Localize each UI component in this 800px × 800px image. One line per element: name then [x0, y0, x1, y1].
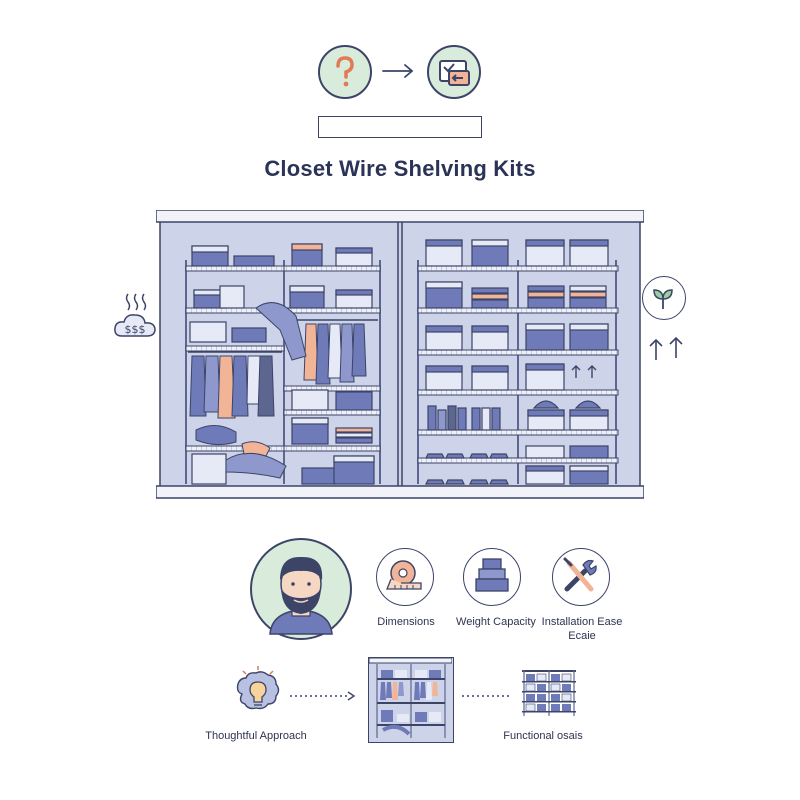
left-shelves	[185, 265, 381, 452]
closet-thumbnail	[368, 657, 454, 743]
organize-swap-icon	[439, 60, 470, 86]
installation-ease-sublabel: Ecaie	[568, 630, 596, 642]
title-placeholder-box	[318, 116, 482, 138]
installation-icon-circle	[552, 548, 610, 606]
dimensions-icon-circle	[376, 548, 434, 606]
dotted-arrow-1	[290, 691, 356, 701]
installation-ease-label: Installation Ease	[541, 616, 623, 628]
stacked-boxes-icon	[475, 558, 509, 592]
weight-icon-circle	[463, 548, 521, 606]
arrow-right-icon	[382, 64, 414, 78]
page-title: Closet Wire Shelving Kits	[264, 156, 536, 181]
question-mark-icon	[336, 56, 354, 87]
dimensions-label: Dimensions	[377, 616, 435, 628]
dotted-arrow-2	[462, 695, 512, 697]
growth-leaf-circle	[642, 276, 686, 320]
closet-thumbnail-icon	[368, 657, 453, 738]
organized-shelves-icon	[522, 670, 576, 716]
up-arrows-icon	[649, 336, 683, 360]
functional-oasis-label: Functional osais	[503, 730, 583, 742]
bearded-man-avatar-icon	[269, 556, 333, 635]
thoughtful-approach-label: Thoughtful Approach	[205, 730, 307, 742]
closet-illustration	[156, 210, 644, 499]
question-icon-circle	[318, 45, 372, 99]
wrench-screwdriver-icon	[563, 557, 597, 592]
tape-measure-icon	[386, 560, 422, 590]
cost-money-cloud-icon: $$$	[114, 293, 156, 337]
growth-leaf-icon	[653, 289, 673, 309]
right-shelves	[417, 265, 619, 464]
weight-capacity-label: Weight Capacity	[456, 616, 536, 628]
organize-icon-circle	[427, 45, 481, 99]
person-avatar	[250, 538, 352, 640]
svg-text:$$$: $$$	[125, 323, 146, 336]
brain-lightbulb-icon	[236, 666, 280, 710]
